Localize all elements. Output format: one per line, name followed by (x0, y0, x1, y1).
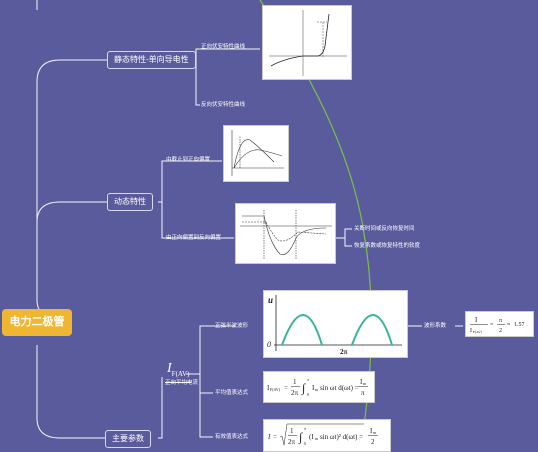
dynamic-characteristics-node[interactable]: 动态特性 (107, 193, 153, 211)
svg-text:0: 0 (304, 441, 306, 446)
svg-text:m: m (315, 387, 319, 392)
waveform-tick-label: 2π (340, 348, 348, 356)
cutoff-to-forward-label[interactable]: 由截止到正向偏置 (166, 157, 211, 163)
turn-on-waveform-image (223, 125, 289, 182)
reverse-recovery-image (235, 203, 336, 264)
form-factor-label[interactable]: 波形系数 (424, 323, 447, 329)
forward-to-reverse-label[interactable]: 由正向偏置到反向偏置 (166, 235, 222, 241)
svg-text:I: I (267, 433, 271, 441)
svg-text:π: π (307, 377, 309, 382)
svg-text:0: 0 (307, 392, 309, 397)
svg-text:m: m (315, 436, 319, 441)
svg-text:(I: (I (309, 433, 314, 441)
turnoff-time-label[interactable]: 关断时间或反向恢复时间 (354, 226, 415, 232)
svg-text:sin ωt)² d(ωt) =: sin ωt)² d(ωt) = (320, 433, 363, 441)
svg-text:∫: ∫ (298, 430, 303, 444)
svg-text:=: = (284, 384, 288, 392)
rms-expression-label[interactable]: 有效值表达式 (215, 434, 249, 440)
half-sine-waveform-label[interactable]: 正弦半波波形 (215, 323, 249, 329)
recovery-factor-label[interactable]: 恢复系数或恢复特性的软度 (354, 243, 421, 249)
svg-text:I: I (370, 427, 373, 435)
average-expression-label[interactable]: 平均值表达式 (215, 390, 249, 396)
svg-text:u: u (268, 295, 273, 305)
svg-text:0: 0 (267, 340, 271, 349)
svg-text:π: π (361, 389, 365, 397)
reverse-iv-curve-label[interactable]: 反向伏安特性曲线 (201, 102, 246, 108)
svg-text:2π: 2π (291, 389, 299, 397)
forward-average-current-caption: 正向平均电流 (165, 380, 199, 386)
svg-text:m: m (363, 381, 367, 386)
forward-average-current-symbol[interactable]: IF(AV) (165, 361, 192, 383)
svg-text:I: I (312, 384, 315, 392)
iv-curve-image (262, 5, 352, 80)
svg-text:2: 2 (499, 328, 502, 334)
half-sine-waveform-image: u 0 2π (263, 290, 408, 358)
svg-text:π: π (304, 426, 306, 431)
static-characteristics-node[interactable]: 静态特性-单向导电性 (107, 51, 196, 69)
svg-text:=: = (490, 322, 494, 328)
svg-text:I: I (470, 328, 472, 334)
forward-iv-curve-label[interactable]: 正向伏安特性曲线 (201, 44, 246, 50)
svg-text:I: I (475, 316, 478, 324)
svg-text:≈: ≈ (507, 322, 511, 328)
svg-text:∫: ∫ (301, 381, 306, 395)
svg-text:I: I (360, 378, 363, 386)
svg-text:F(AV): F(AV) (270, 387, 281, 392)
root-node[interactable]: 电力二极管 (2, 309, 72, 336)
svg-text:1: 1 (290, 427, 294, 435)
svg-text:π: π (499, 318, 502, 324)
svg-text:F(AV): F(AV) (473, 330, 483, 334)
svg-text:1: 1 (293, 378, 297, 386)
svg-text:2π: 2π (288, 438, 296, 446)
svg-text:I: I (267, 384, 270, 392)
svg-text:=: = (273, 433, 277, 441)
svg-text:sin ωt d(ωt) =: sin ωt d(ωt) = (320, 384, 359, 392)
main-parameters-node[interactable]: 主要参数 (105, 430, 151, 448)
svg-text:2: 2 (371, 438, 375, 446)
form-factor-value: 1.57 (514, 322, 525, 328)
svg-text:m: m (373, 430, 377, 435)
